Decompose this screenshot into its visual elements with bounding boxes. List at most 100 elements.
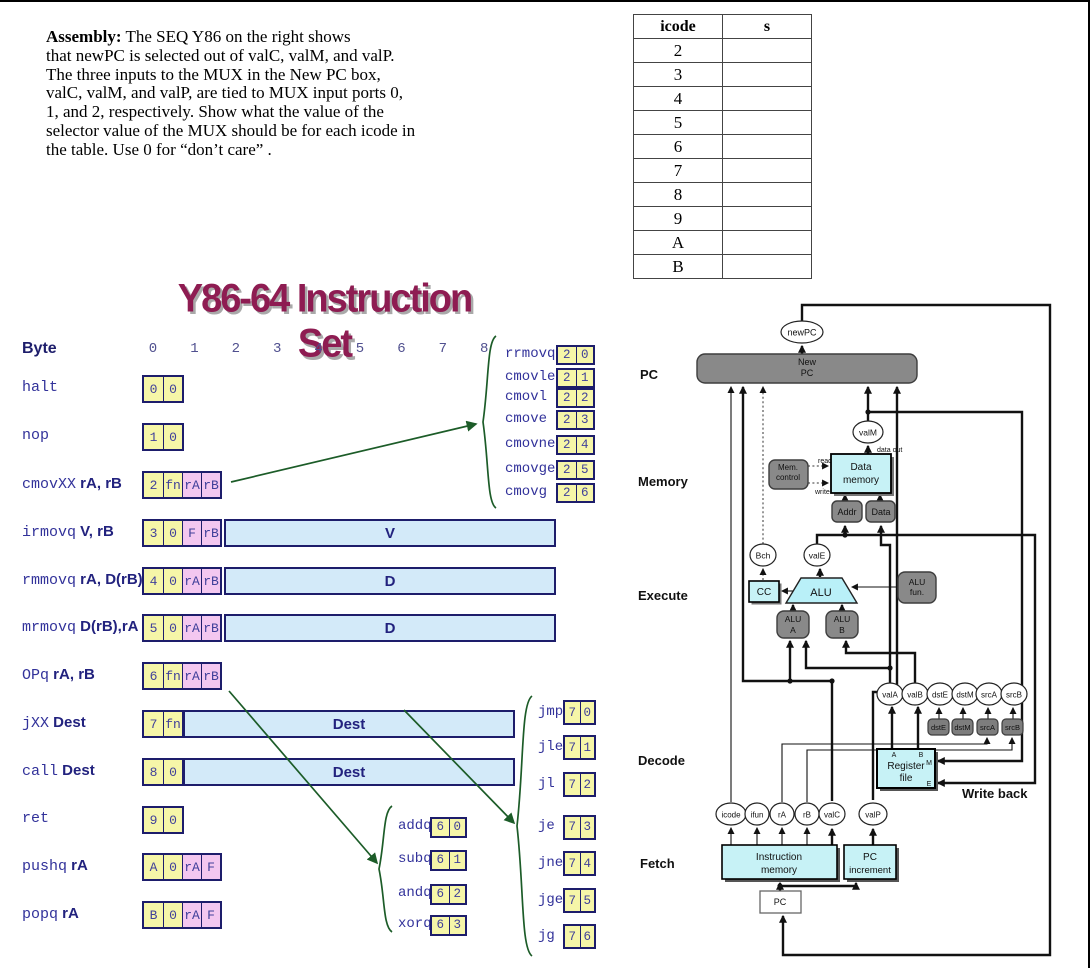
alu-a-line2: A [790,625,796,635]
table-row: 5 [633,110,812,135]
alu-fun-box [897,571,937,604]
write-label: write [814,489,830,496]
figure-title: Y86-64 Instruction Set [177,276,473,367]
encoding-cell: 1 [144,425,163,449]
data-out-label: data out [877,447,902,454]
s-cell[interactable] [722,62,812,87]
register-file-line2: file [900,773,913,784]
code-nibble: 6 [432,885,449,903]
alu-label: ALU [810,587,831,599]
code-nibble: 2 [575,390,593,406]
mnemonic: halt [22,379,59,396]
code-nibble: 2 [558,370,576,386]
code-nibble: 7 [565,853,580,874]
valm-label: valM [859,428,877,438]
encoding-cell: rB [201,664,220,688]
operands: D(rB),rA [76,618,139,635]
jump-variant-label: jmp [538,703,564,720]
encoding-cell: 0 [163,425,182,449]
stage-label-memory: Memory [638,474,689,489]
encoding-cell: rB [201,521,220,545]
op-variant-label: subq [398,851,432,867]
encoding-cell: 0 [163,569,182,593]
byte-tick: 8 [479,341,489,357]
instruction-label: call Dest [22,762,95,780]
alu-b-line2: B [839,625,845,635]
encoding-wide-field: V [224,519,556,547]
mnemonic: rmmovq [22,572,77,589]
code-nibble: 2 [558,485,576,501]
wire-ra-srca [781,736,991,802]
encoding-cell: 0 [163,808,182,832]
code-nibble: 0 [579,702,594,723]
data-box [865,500,896,523]
newpc-label: newPC [787,328,817,338]
instruction-memory-line2: memory [761,865,797,876]
register-file-line1: Register [887,761,925,772]
icode-cell: B [633,254,723,279]
addr-label: Addr [837,507,856,517]
encoding-cell: rA [182,664,201,688]
s-cell[interactable] [722,206,812,231]
encoding-cell: 0 [163,903,182,927]
code-nibble: 2 [558,436,576,453]
data-label: Data [871,507,890,517]
code-nibble: 4 [579,853,594,874]
mnemonic: popq [22,906,59,923]
code-nibble: 5 [579,890,594,911]
cmov-variant-label: cmovge [505,460,556,477]
wire-junctions [777,409,893,889]
question-lead: Assembly: [46,27,122,46]
srcb-box [1001,718,1024,736]
encoding-cell: 0 [163,616,182,640]
code-nibble: 7 [565,737,580,758]
cc-box [748,580,780,603]
encoding-wide-field: Dest [183,758,515,786]
jump-arrow [403,709,516,825]
mem-control-box [768,459,809,490]
question-line: selector value of the MUX should be for … [46,120,416,140]
byte-tick: 7 [438,341,447,357]
encoding-cell: rA [182,903,201,927]
op-variant-label: andq [398,885,432,901]
question-line: 1, and 2, respectively. Show what the va… [46,102,384,122]
alu-a-line1: ALU [785,614,802,624]
question-line: The three inputs to the MUX in the New P… [46,64,381,84]
instruction-label: jXX Dest [22,714,86,732]
encoding-cell: fn [163,473,182,497]
dste-box [927,718,950,736]
bch-label: Bch [756,551,771,561]
encoding-cell: 9 [144,808,163,832]
s-cell[interactable] [722,254,812,279]
code-nibble: 2 [558,346,576,363]
mem-control-line2: control [776,473,800,482]
valp-ellipse [858,802,888,826]
cmov-variant-label: cmovl [505,389,548,405]
mnemonic: mrmovq [22,619,77,636]
mnemonic: call [22,763,59,780]
pc-box-label: PC [774,897,787,907]
code-nibble: 3 [579,816,594,838]
encoding-cell: 5 [144,616,163,640]
question-line: valC, valM, and valP, are tied to MUX in… [46,83,403,103]
jump-variant-label: je [538,818,555,834]
encoding-cell: F [182,521,201,545]
bch-ellipse [749,543,777,567]
code-nibble: 6 [432,818,449,836]
dstm-ellipse-label: dstM [956,691,974,700]
op-variant-label: addq [398,818,432,834]
byte-tick: 0 [148,341,158,357]
operands: Dest [58,762,95,779]
operands: rA [67,857,88,874]
